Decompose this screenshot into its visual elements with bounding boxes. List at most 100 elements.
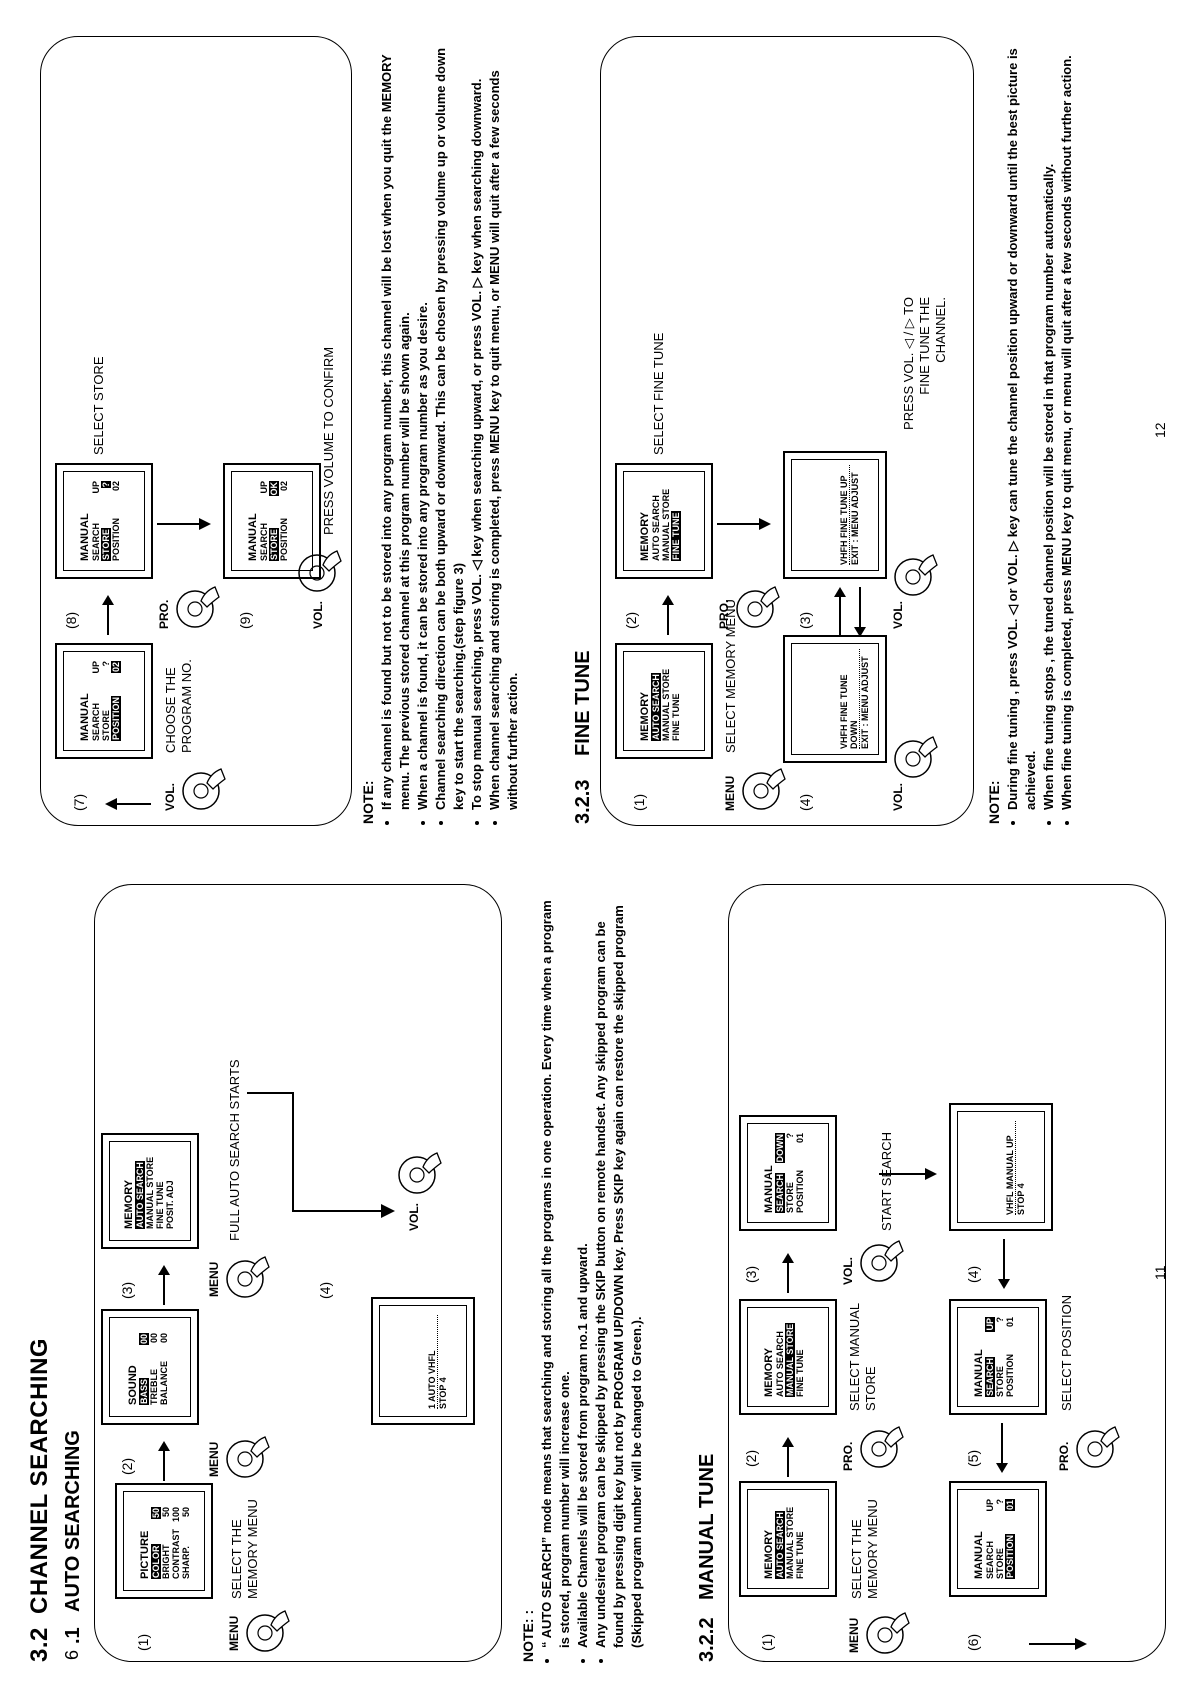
- menu-title: MEMORY: [763, 1529, 775, 1579]
- menu-row-value: 50: [161, 1507, 171, 1518]
- menu-row-label: POSITION: [1005, 1533, 1015, 1579]
- arrow-right-icon: [782, 1437, 794, 1477]
- note-item: “ AUTO SEARCH” mode means that searching…: [538, 886, 574, 1648]
- step-number: (6): [965, 1633, 981, 1651]
- tv-screen: MEMORY AUTO SEARCH MANUAL STORE FINE TUN…: [615, 643, 713, 759]
- search-stop-line: STOP 4: [438, 1377, 448, 1409]
- menu-title: MANUAL: [79, 693, 91, 741]
- menu-row-label: SEARCH: [91, 522, 101, 561]
- menu-row-label: CONTRAST: [171, 1529, 181, 1579]
- arrow-down-icon: [157, 518, 211, 530]
- note-item: When channel searching and storing is co…: [486, 34, 522, 810]
- menu-row-label: POSITION: [279, 517, 289, 561]
- menu-row-value: 50: [181, 1507, 191, 1518]
- page-number: 11: [1152, 1265, 1168, 1280]
- step-number: (3): [119, 1281, 135, 1299]
- menu-row-label: STORE: [101, 528, 111, 561]
- menu-row-label: SHARP.: [181, 1546, 191, 1579]
- fine-tune-exit-line: EXIT : MENU ADJUST: [850, 472, 860, 565]
- menu-row-label: POSIT. ADJ: [165, 1180, 175, 1229]
- menu-title: MEMORY: [639, 511, 651, 561]
- menu-row-value: UP: [985, 1317, 995, 1332]
- notes-list: During fine tuning , press VOL. ◁ or VOL…: [1004, 34, 1076, 824]
- menu-row-label: SEARCH: [985, 1356, 995, 1397]
- step-number: (5): [965, 1449, 981, 1467]
- remote-hand-icon: [894, 554, 938, 596]
- remote-hand-icon: [736, 586, 780, 628]
- arrow-right-icon: [158, 1441, 170, 1481]
- note-item: When fine tuning is completed, press MEN…: [1058, 34, 1076, 810]
- subsection-title: FINE TUNE: [572, 650, 594, 756]
- key-label: MENU: [723, 775, 737, 811]
- tv-screen: MEMORY AUTO SEARCH MANUAL STORE FINE TUN…: [739, 1481, 837, 1597]
- menu-row-label: FINE TUNE: [155, 1181, 165, 1229]
- tv-screen: VHFL MANUAL UP STOP 4: [949, 1103, 1053, 1231]
- menu-row-label: POSITION: [111, 517, 121, 561]
- key-label: MENU: [227, 1615, 241, 1651]
- section-title: CHANNEL SEARCHING: [26, 1337, 53, 1614]
- fine-tune-exit-line: EXIT : MENU ADJUST: [860, 656, 870, 749]
- key-label: VOL.: [311, 600, 325, 629]
- menu-row-value: ?: [785, 1133, 795, 1139]
- step-number: (3): [743, 1265, 759, 1283]
- remote-hand-icon: [226, 1256, 270, 1298]
- menu-title: MANUAL: [79, 513, 91, 561]
- note-item: To stop manual searching, press VOL. ◁ k…: [468, 34, 486, 810]
- step-number: (4): [965, 1265, 981, 1283]
- menu-row-value: UP: [985, 1499, 995, 1512]
- menu-row-value: ?: [995, 1317, 1005, 1323]
- arrow-down-icon: [879, 1168, 937, 1180]
- tv-screen: VHFH FINE TUNE UP EXIT : MENU ADJUST: [783, 451, 887, 579]
- menu-row-value: 00: [159, 1333, 169, 1344]
- step-caption: FULL AUTO SEARCH STARTS: [227, 1059, 242, 1241]
- subsection-number: .1: [62, 1627, 84, 1644]
- tv-screen: VHFH FINE TUNE DOWN EXIT : MENU ADJUST: [783, 635, 887, 763]
- key-label: PRO.: [717, 599, 731, 629]
- menu-row-label: STORE: [101, 710, 111, 741]
- menu-row-label: SEARCH: [91, 702, 101, 741]
- remote-hand-icon: [866, 1612, 910, 1654]
- menu-row-label: AUTO SEARCH: [651, 673, 661, 741]
- remote-hand-icon: [298, 550, 342, 592]
- menu-row-label: POSITION: [111, 695, 121, 741]
- menu-row-value: DOWN: [775, 1133, 785, 1164]
- menu-row-value: 02: [111, 661, 121, 674]
- step-number: (4): [317, 1281, 333, 1299]
- menu-row-value: ?: [101, 481, 111, 489]
- step-number: (7): [71, 793, 87, 811]
- key-label: PRO.: [841, 1441, 855, 1471]
- menu-row-value: 50: [151, 1507, 161, 1520]
- step-number: (2): [743, 1449, 759, 1467]
- arrow-right-icon: [662, 595, 674, 635]
- tv-screen: MEMORY AUTO SEARCH MANUAL STORE FINE TUN…: [615, 463, 713, 579]
- menu-row-label: FINE TUNE: [671, 511, 681, 561]
- menu-row-label: BASS: [139, 1377, 149, 1405]
- menu-row-value: UP: [259, 481, 269, 494]
- remote-hand-icon: [246, 1610, 290, 1652]
- arrow-right-icon: [782, 1253, 794, 1293]
- menu-row-label: STORE: [785, 1182, 795, 1213]
- subsection-number: 3.2.3: [572, 779, 594, 824]
- manual-tune-continued-diagram: (7) MANUAL SEARCH UP STORE? POSITION 02 VO…: [40, 36, 352, 826]
- key-label: VOL.: [163, 782, 177, 811]
- menu-row-label: MANUAL STORE: [661, 488, 671, 561]
- step-caption: SELECT MANUAL STORE: [847, 1303, 878, 1411]
- arrow-down-icon: [717, 518, 771, 530]
- key-label: VOL.: [841, 1256, 855, 1285]
- manual-tune-diagram: (1) MEMORY AUTO SEARCH MANUAL STORE FINE…: [728, 884, 1166, 1662]
- page-marker: 6: [62, 1649, 82, 1660]
- note-item: Available Channels will be stored from p…: [574, 886, 592, 1648]
- menu-row-label: MANUAL STORE: [661, 668, 671, 741]
- menu-row-label: COLOR: [151, 1544, 161, 1579]
- note-heading: NOTE: :: [520, 1609, 536, 1662]
- arrow-right-icon: [102, 595, 114, 635]
- menu-row-value: 01: [1005, 1499, 1015, 1512]
- remote-hand-icon: [860, 1240, 904, 1282]
- menu-row-value: UP: [91, 481, 101, 494]
- step-number: (8): [63, 611, 79, 629]
- menu-row-label: AUTO SEARCH: [135, 1161, 145, 1229]
